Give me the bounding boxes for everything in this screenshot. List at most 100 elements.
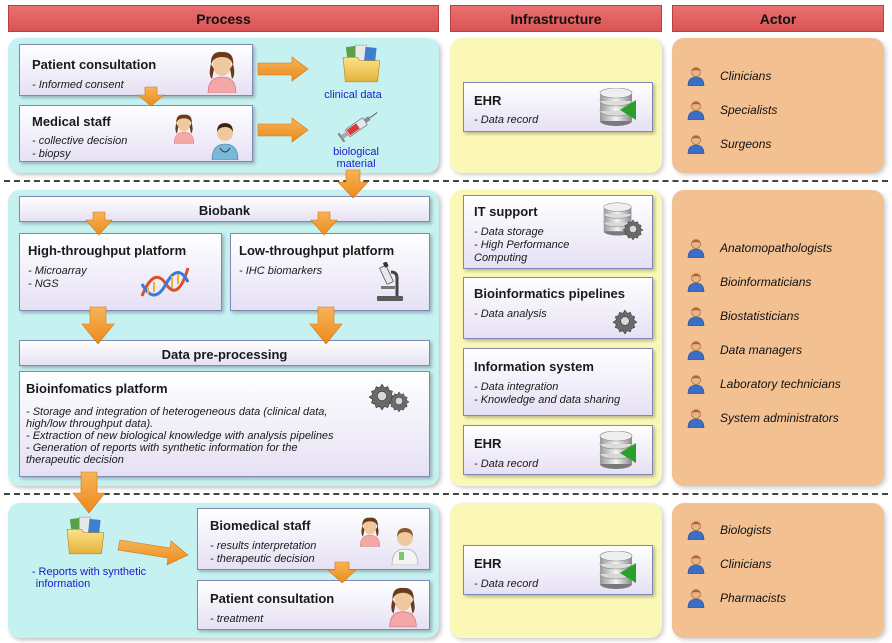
- ehr-title-1: EHR: [474, 93, 502, 108]
- actor-clinicians-2: Clinicians: [686, 553, 771, 575]
- patient-consultation-box: Patient consultation - Informed consent: [19, 44, 253, 96]
- arrow-right: [117, 539, 189, 566]
- informed-consent-text: - Informed consent: [32, 79, 124, 91]
- actor-panel-3: [672, 503, 884, 638]
- reports-label-line1: - Reports with synthetic: [31, 566, 147, 578]
- actor-label: Specialists: [720, 103, 778, 117]
- ehr-data-record-3: - Data record: [474, 578, 539, 590]
- data-preprocessing-title: Data pre-processing: [161, 347, 288, 362]
- database-icon: [598, 551, 636, 591]
- platform-item-1: - Storage and integration of heterogeneo…: [26, 406, 328, 418]
- arrow-down: [81, 306, 115, 345]
- reports-label-line2: information: [35, 578, 91, 590]
- actor-pharmacists: Pharmacists: [686, 587, 786, 609]
- treatment-text: - treatment: [210, 613, 264, 625]
- arrow-down: [137, 86, 165, 107]
- it-support-box: IT support - Data storage - High Perform…: [463, 195, 653, 269]
- results-interpretation-text: - results interpretation: [210, 540, 317, 552]
- ehr-data-record-2: - Data record: [474, 458, 539, 470]
- actor-bioinformaticians: Bioinformaticians: [686, 271, 811, 293]
- hpc-text: - High Performance: [474, 239, 570, 251]
- actor-label: Anatomopathologists: [720, 241, 833, 255]
- low-throughput-title: Low-throughput platform: [239, 243, 395, 258]
- database-icon: [598, 431, 636, 471]
- infrastructure-header-label: Infrastructure: [510, 10, 602, 27]
- arrow-right: [257, 117, 309, 143]
- data-integration-text: - Data integration: [474, 381, 559, 393]
- biobank-title: Biobank: [198, 203, 251, 218]
- it-support-title: IT support: [474, 204, 538, 219]
- biological-material-label-line2: material: [336, 158, 376, 170]
- actor-specialists: Specialists: [686, 99, 777, 121]
- bioinformatics-pipelines-box: Bioinformatics pipelines - Data analysis: [463, 277, 653, 339]
- low-throughput-box: Low-throughput platform - IHC biomarkers: [230, 233, 430, 311]
- actor-label: Clinicians: [720, 69, 772, 83]
- platform-item-2: high/low throughput data).: [26, 418, 154, 430]
- actor-label: Biostatisticians: [720, 309, 800, 323]
- biopsy-text: - biopsy: [32, 148, 71, 160]
- collective-decision-text: - collective decision: [32, 135, 128, 147]
- microarray-text: - Microarray: [28, 265, 87, 277]
- section-divider-1: [4, 180, 888, 182]
- arrow-right: [257, 56, 309, 82]
- actor-label: Pharmacists: [720, 591, 787, 605]
- ehr-box-1: EHR - Data record: [463, 82, 653, 132]
- patient-consultation-title: Patient consultation: [32, 57, 157, 72]
- actor-header-label: Actor: [759, 10, 797, 27]
- ihc-biomarkers-text: - IHC biomarkers: [239, 265, 323, 277]
- therapeutic-decision-text: - therapeutic decision: [210, 553, 315, 565]
- data-storage-text: - Data storage: [474, 226, 544, 238]
- medical-staff-title: Medical staff: [32, 114, 111, 129]
- section-divider-2: [4, 493, 888, 495]
- actor-panel-1: [672, 38, 884, 173]
- actor-label: Clinicians: [720, 557, 772, 571]
- data-preprocessing-box: Data pre-processing: [19, 340, 430, 366]
- biomedical-staff-box: Biomedical staff - results interpretatio…: [197, 508, 430, 570]
- actor-data-managers: Data managers: [686, 339, 802, 361]
- data-analysis-text: - Data analysis: [474, 308, 547, 320]
- actor-biologists: Biologists: [686, 519, 771, 541]
- actor-panel-2: [672, 190, 884, 486]
- biobank-box: Biobank: [19, 196, 430, 222]
- actor-label: Surgeons: [720, 137, 772, 151]
- arrow-down: [327, 561, 357, 584]
- database-icon: [598, 88, 636, 128]
- bioinformatics-platform-box: Bioinfomatics platform - Storage and int…: [19, 371, 430, 477]
- ehr-box-2: EHR - Data record: [463, 425, 653, 475]
- actor-laboratory-technicians: Laboratory technicians: [686, 373, 841, 395]
- medical-staff-box: Medical staff - collective decision - bi…: [19, 105, 253, 162]
- actor-label: Laboratory technicians: [720, 377, 841, 391]
- patient-consultation-box-2: Patient consultation - treatment: [197, 580, 430, 630]
- pipelines-title: Bioinformatics pipelines: [474, 286, 625, 301]
- process-header: Process: [8, 5, 439, 32]
- actor-clinicians-1: Clinicians: [686, 65, 771, 87]
- actor-surgeons: Surgeons: [686, 133, 771, 155]
- arrow-down: [72, 471, 106, 514]
- ehr-title-2: EHR: [474, 436, 502, 451]
- arrow-down: [337, 169, 369, 199]
- actor-system-administrators: System administrators: [686, 407, 839, 429]
- knowledge-sharing-text: - Knowledge and data sharing: [474, 394, 621, 406]
- bioinformatics-platform-title: Bioinfomatics platform: [26, 381, 168, 396]
- actor-label: Data managers: [720, 343, 803, 357]
- biomedical-staff-title: Biomedical staff: [210, 518, 311, 533]
- clinical-data-label: clinical data: [324, 89, 382, 101]
- actor-biostatisticians: Biostatisticians: [686, 305, 799, 327]
- arrow-down: [85, 211, 113, 236]
- process-header-label: Process: [196, 10, 251, 27]
- information-system-box: Information system - Data integration - …: [463, 348, 653, 416]
- biological-material-label-line1: biological: [333, 146, 379, 158]
- arrow-down: [310, 211, 338, 236]
- ngs-text: - NGS: [28, 278, 59, 290]
- actor-label: Biologists: [720, 523, 772, 537]
- platform-item-3: - Extraction of new biological knowledge…: [26, 430, 334, 442]
- actor-label: Bioinformaticians: [720, 275, 812, 289]
- actor-label: System administrators: [720, 411, 839, 425]
- ehr-box-3: EHR - Data record: [463, 545, 653, 595]
- information-system-title: Information system: [474, 359, 594, 374]
- actor-anatomopathologists: Anatomopathologists: [686, 237, 832, 259]
- infrastructure-header: Infrastructure: [450, 5, 662, 32]
- high-throughput-title: High-throughput platform: [28, 243, 187, 258]
- ehr-data-record-1: - Data record: [474, 114, 539, 126]
